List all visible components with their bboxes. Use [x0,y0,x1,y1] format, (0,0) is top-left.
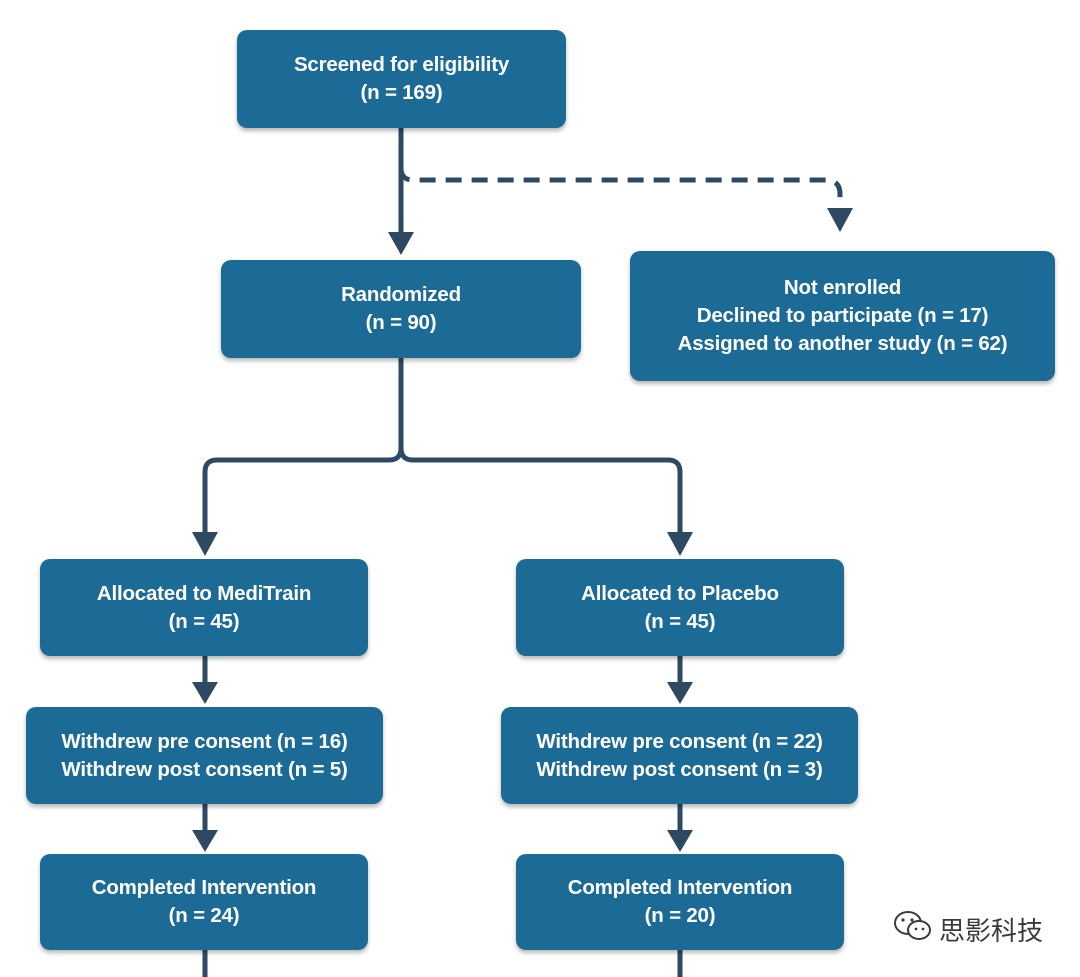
randomized-count: (n = 90) [365,311,437,334]
connector-randomized-split-right [398,447,683,532]
screened-count: (n = 169) [360,81,443,104]
other-study-count: Assigned to another study (n = 62) [677,332,1008,355]
placebo-completed-count: (n = 20) [644,904,716,927]
arrowhead-placebo-withdrew [667,682,693,704]
placebo-allocated-label: Allocated to Placebo [581,581,779,605]
arrowhead-placebo-completed [667,830,693,852]
meditrain-withdrew-pre: Withdrew pre consent (n = 16) [61,729,348,753]
placebo-allocated-count: (n = 45) [644,609,716,633]
not-enrolled-title: Not enrolled [783,276,902,299]
randomized-box: Randomized (n = 90) [221,260,581,358]
meditrain-allocated-box: Allocated to MediTrain (n = 45) [40,559,368,656]
placebo-allocated-box: Allocated to Placebo (n = 45) [516,559,844,656]
arrowhead-meditrain-withdrew [192,682,218,704]
meditrain-withdrew-post: Withdrew post consent (n = 5) [61,757,348,781]
placebo-completed-label: Completed Intervention [567,876,793,899]
randomized-label: Randomized [341,283,461,306]
not-enrolled-box: Not enrolled Declined to participate (n … [630,251,1055,381]
arrowhead-placebo [667,532,693,556]
meditrain-withdrew-box: Withdrew pre consent (n = 16) Withdrew p… [26,707,383,804]
arrowhead-meditrain [192,532,218,556]
watermark: 思影科技 [893,910,1043,949]
placebo-withdrew-pre: Withdrew pre consent (n = 22) [536,729,823,753]
arrowhead-not-enrolled [827,208,853,232]
watermark-text: 思影科技 [939,917,1044,947]
dashed-arrow-to-not-enrolled [398,167,843,206]
connector-randomized-split [202,358,404,532]
placebo-completed-box: Completed Intervention (n = 20) [516,854,844,950]
screened-box: Screened for eligibility (n = 169) [237,30,566,128]
placebo-withdrew-post: Withdrew post consent (n = 3) [536,757,823,781]
declined-count: Declined to participate (n = 17) [696,304,989,327]
meditrain-completed-count: (n = 24) [168,904,240,927]
meditrain-completed-box: Completed Intervention (n = 24) [40,854,368,950]
arrowhead-randomized [388,232,414,255]
meditrain-allocated-label: Allocated to MediTrain [96,581,312,605]
meditrain-allocated-count: (n = 45) [168,609,240,633]
meditrain-completed-label: Completed Intervention [91,876,317,899]
wechat-icon [893,910,933,949]
screened-label: Screened for eligibility [293,53,510,76]
placebo-withdrew-box: Withdrew pre consent (n = 22) Withdrew p… [501,707,858,804]
arrowhead-meditrain-completed [192,830,218,852]
